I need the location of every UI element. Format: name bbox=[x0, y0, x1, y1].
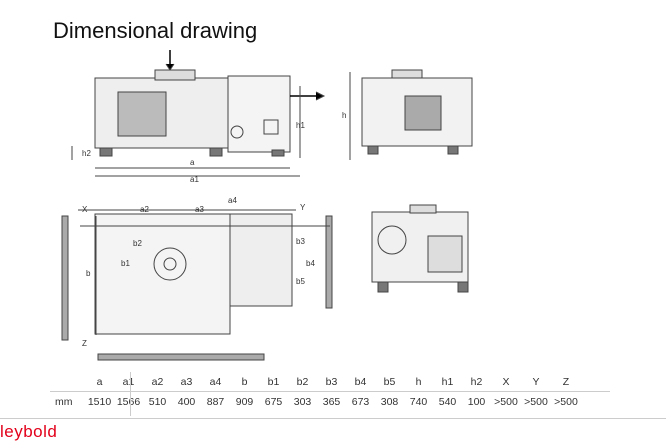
table-header-row: a a1 a2 a3 a4 b b1 b2 b3 b4 b5 h h1 h2 X… bbox=[50, 372, 610, 392]
leybold-logo: leybold bbox=[0, 422, 58, 441]
header-cell: a1 bbox=[122, 375, 135, 388]
header-cell: Y bbox=[532, 375, 540, 388]
value-cell: 365 bbox=[322, 395, 341, 408]
front-view: a a1 h1 h2 bbox=[71, 50, 326, 184]
dim-a2: a2 bbox=[140, 205, 149, 214]
value-cell: 673 bbox=[351, 395, 370, 408]
header-cell: b4 bbox=[354, 375, 367, 388]
dim-b3: b3 bbox=[296, 237, 305, 246]
value-cell: 400 bbox=[177, 395, 196, 408]
dim-b: b bbox=[86, 269, 91, 278]
value-cell: 20.08 bbox=[143, 415, 172, 417]
top-view: X Y a2 a3 a4 b b1 b2 b3 b4 b5 Z bbox=[61, 196, 333, 361]
value-cell: 14.37 bbox=[317, 415, 346, 417]
value-cell: 26.50 bbox=[346, 415, 375, 417]
value-cell: >500 bbox=[494, 395, 518, 408]
header-cell: b3 bbox=[325, 375, 338, 388]
header-cell: b bbox=[241, 375, 248, 388]
header-cell: a2 bbox=[151, 375, 164, 388]
value-cell: 19.69 bbox=[491, 415, 521, 417]
header-cell: h2 bbox=[470, 375, 483, 388]
dimensions-table: a a1 a2 a3 a4 b b1 b2 b3 b4 b5 h h1 h2 X… bbox=[50, 372, 610, 416]
dimensional-drawing: a a1 h1 h2 h X Y a2 a3 a4 b b1 b2 b3 b4 … bbox=[61, 50, 473, 361]
value-cell: 740 bbox=[409, 395, 428, 408]
dim-x: X bbox=[82, 205, 88, 214]
value-cell: 19.69 bbox=[551, 415, 581, 417]
value-cell: 887 bbox=[206, 395, 225, 408]
dim-b2: b2 bbox=[133, 239, 142, 248]
dim-b4: b4 bbox=[306, 259, 315, 268]
header-cell: h bbox=[415, 375, 422, 388]
value-cell: 303 bbox=[293, 395, 312, 408]
value-cell: 12.13 bbox=[375, 415, 404, 417]
dim-a4: a4 bbox=[228, 196, 237, 205]
footer: leybold bbox=[0, 418, 666, 445]
header-cell: b5 bbox=[383, 375, 396, 388]
header-cell: h1 bbox=[441, 375, 454, 388]
value-cell: 29.13 bbox=[404, 415, 433, 417]
value-cell: 100 bbox=[467, 395, 486, 408]
unit-cell: in bbox=[50, 415, 85, 417]
dim-b1: b1 bbox=[121, 259, 130, 268]
header-cell: a3 bbox=[180, 375, 193, 388]
page-title: Dimensional drawing bbox=[53, 18, 258, 43]
value-cell: 308 bbox=[380, 395, 399, 408]
dim-h: h bbox=[342, 111, 346, 120]
value-cell: 26.57 bbox=[259, 415, 288, 417]
header-cell: b1 bbox=[267, 375, 280, 388]
header-cell: X bbox=[502, 375, 510, 388]
value-cell: 59.45 bbox=[85, 415, 114, 417]
isometric-view bbox=[371, 204, 469, 293]
value-cell: 21.26 bbox=[433, 415, 462, 417]
table-row: in59.4561.6520.0815.7534.9235.7926.5711.… bbox=[50, 411, 610, 417]
value-cell: 675 bbox=[264, 395, 283, 408]
dim-a: a bbox=[190, 158, 195, 167]
value-cell: 909 bbox=[235, 395, 254, 408]
value-cell: >500 bbox=[524, 395, 548, 408]
dim-a3: a3 bbox=[195, 205, 204, 214]
dim-h1: h1 bbox=[296, 121, 305, 130]
value-cell: 11.93 bbox=[288, 415, 317, 417]
value-cell: 19.69 bbox=[521, 415, 551, 417]
header-cell: Z bbox=[562, 375, 570, 388]
value-cell: 34.92 bbox=[201, 415, 230, 417]
side-view: h bbox=[342, 69, 473, 160]
dim-a1: a1 bbox=[190, 175, 199, 184]
value-cell: 61.65 bbox=[114, 415, 143, 417]
value-cell: 540 bbox=[438, 395, 457, 408]
dim-y: Y bbox=[300, 203, 306, 212]
value-cell: 1566 bbox=[116, 395, 141, 408]
header-cell: a bbox=[96, 375, 103, 388]
value-cell: 1510 bbox=[87, 395, 112, 408]
value-cell: 15.75 bbox=[172, 415, 201, 417]
dim-b5: b5 bbox=[296, 277, 305, 286]
dim-h2: h2 bbox=[82, 149, 91, 158]
value-cell: >500 bbox=[554, 395, 578, 408]
unit-cell: mm bbox=[55, 395, 73, 408]
dim-z: Z bbox=[82, 339, 87, 348]
header-cell: b2 bbox=[296, 375, 309, 388]
header-cell: a4 bbox=[209, 375, 222, 388]
value-cell: 35.79 bbox=[230, 415, 259, 417]
table-row: mm 1510 1566 510 400 887 909 675 303 365 673 308 740… bbox=[50, 392, 610, 411]
value-cell: 510 bbox=[148, 395, 167, 408]
value-cell: 3.94 bbox=[462, 415, 491, 417]
